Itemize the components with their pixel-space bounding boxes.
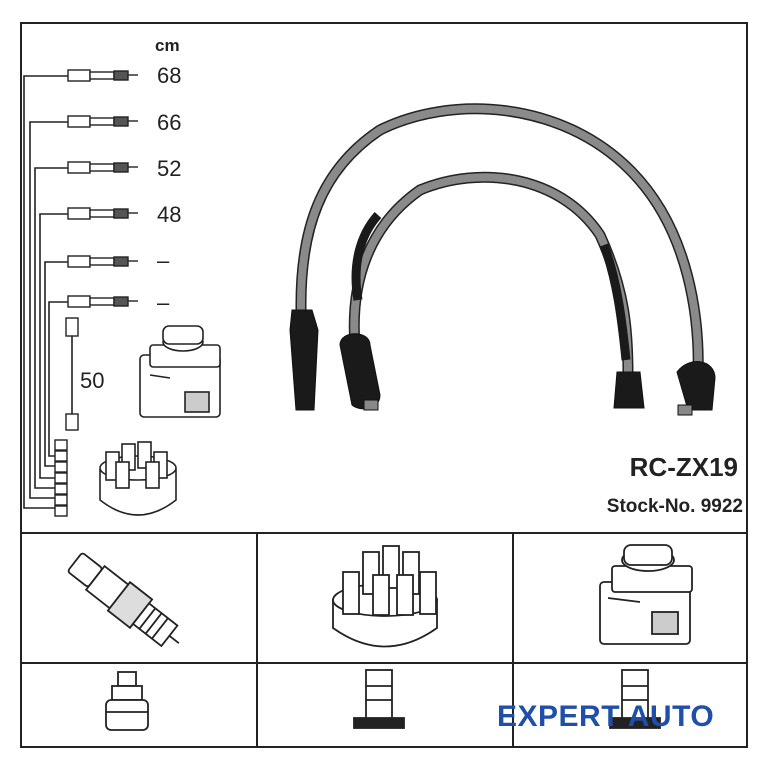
lead-terminals: [54, 69, 138, 517]
coil-small-icon: [139, 325, 221, 418]
wire-length-2: 66: [157, 110, 182, 135]
long-cable-inner: [348, 171, 634, 381]
stacked-terminals: [54, 439, 68, 517]
ignition-lead-set: [23, 75, 73, 509]
distributor-connector-icon: [353, 669, 405, 729]
model-number: RC-ZX19: [629, 452, 738, 482]
distributor-cap-small-icon: [99, 441, 177, 516]
stock-number: Stock-No. 9922: [606, 496, 743, 517]
wire-length-3: 52: [157, 156, 182, 181]
wire-length-6: –: [157, 290, 170, 315]
distributor-cap-icon: [332, 545, 438, 648]
wire-length-1: 68: [157, 63, 182, 88]
spark-plug-icon: [67, 552, 180, 648]
long-cable-outer: [295, 103, 704, 384]
watermark-logo: EXPERT AUTO: [497, 700, 715, 733]
ignition-coil-icon: [599, 544, 693, 645]
coil-wire-length: 50: [80, 368, 105, 393]
diagram-frame: [20, 22, 748, 748]
unit-label: cm: [155, 36, 180, 55]
plug-connector-icon: [105, 671, 149, 731]
coil-connector-icon: [609, 669, 661, 729]
cable-boots: [289, 309, 716, 416]
wire-length-5: –: [157, 248, 170, 273]
wire-length-4: 48: [157, 202, 182, 227]
table-grid: [20, 532, 748, 748]
